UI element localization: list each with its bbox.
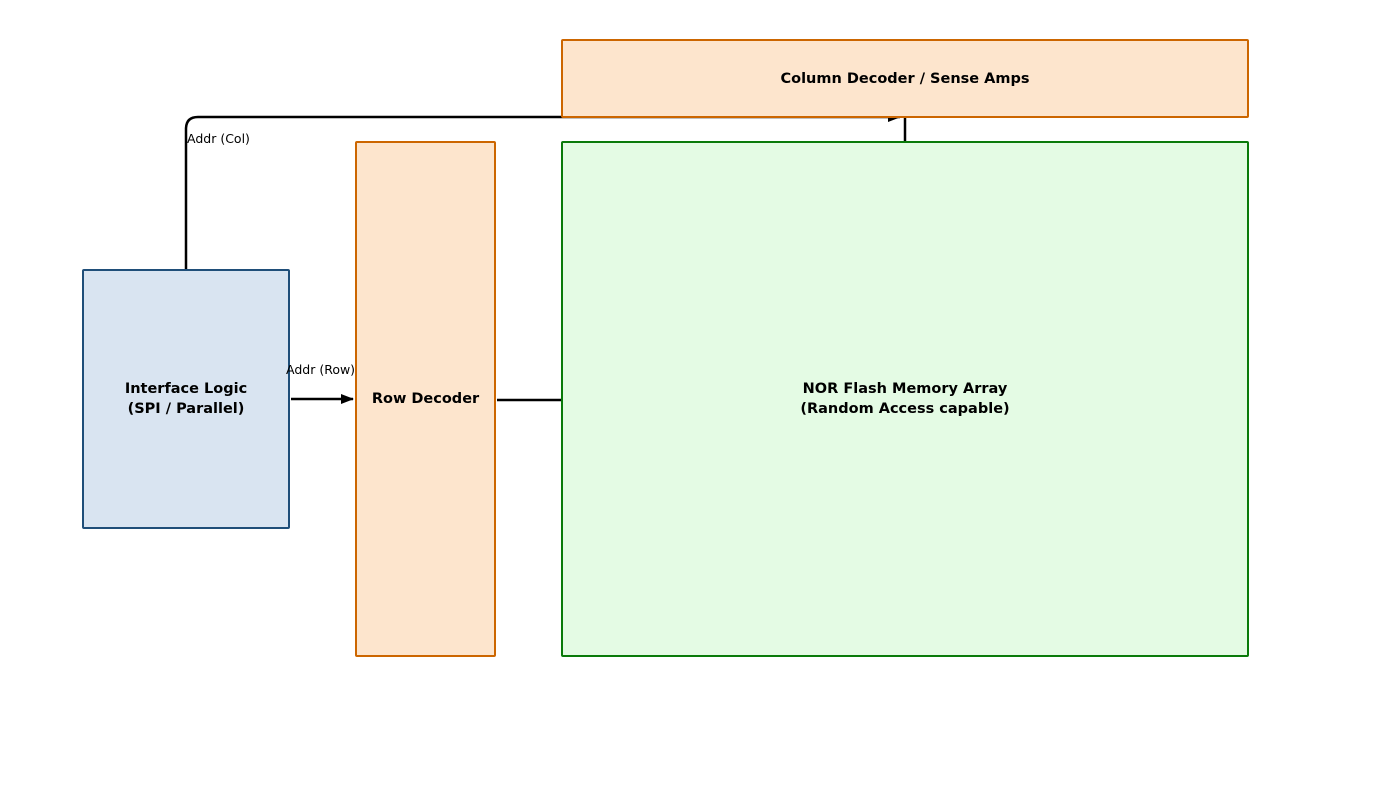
node-column-decoder-label: Column Decoder / Sense Amps — [780, 70, 1030, 87]
node-row-decoder: Row Decoder — [355, 141, 496, 657]
node-column-decoder: Column Decoder / Sense Amps — [561, 39, 1249, 118]
node-nor-flash-array: NOR Flash Memory Array (Random Access ca… — [561, 141, 1249, 657]
edge-label-addr-col: Addr (Col) — [187, 131, 250, 146]
node-interface-logic-label: Interface Logic (SPI / Parallel) — [124, 381, 248, 417]
node-nor-flash-array-label: NOR Flash Memory Array (Random Access ca… — [800, 381, 1010, 417]
node-row-decoder-label: Row Decoder — [371, 391, 480, 407]
node-interface-logic: Interface Logic (SPI / Parallel) — [82, 269, 290, 529]
edge-label-addr-row: Addr (Row) — [286, 362, 356, 377]
